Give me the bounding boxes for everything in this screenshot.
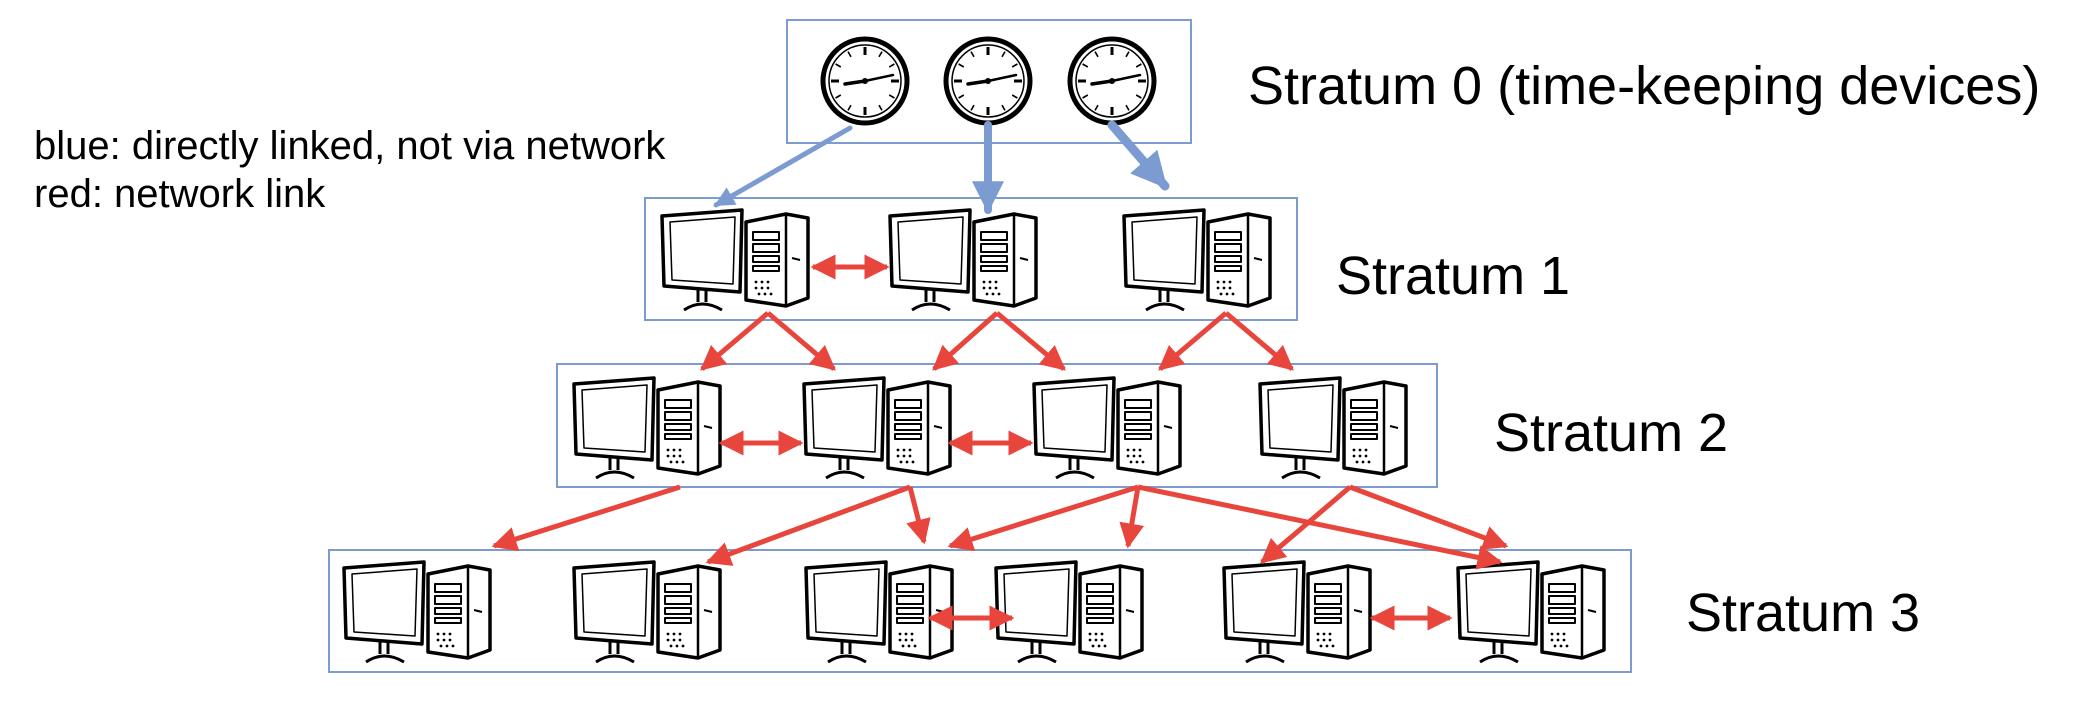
stratum-1-computer-1-icon: [660, 208, 810, 312]
link-s2c3-s3c3: [947, 484, 1139, 552]
link-s2c2-s3c3: [906, 486, 931, 545]
link-s2c4-s3c6: [1349, 484, 1509, 550]
stratum-3-computer-3-icon: [804, 560, 954, 664]
stratum-2-computer-2-icon: [802, 376, 952, 480]
stratum-2-computer-4-icon: [1258, 376, 1408, 480]
legend-line-1: blue: directly linked, not via network: [34, 124, 666, 168]
stratum-1-computer-3-icon: [1122, 208, 1272, 312]
stratum-1-computer-2-icon: [888, 208, 1038, 312]
stratum-3-computer-6-icon: [1456, 560, 1606, 664]
network-peer-links: [718, 254, 1453, 631]
link-s2c3-s3c6: [1137, 484, 1503, 570]
stratum-0-clock-1-icon: [823, 39, 907, 123]
direct-link-1: [713, 125, 853, 208]
link-s2c1-s3c1: [491, 484, 681, 552]
stratum-3-computer-2-icon: [572, 560, 722, 664]
link-s1c1-s2c1: [700, 311, 770, 371]
stratum-2-computer-1-icon: [572, 376, 722, 480]
stratum-0-label: Stratum 0 (time-keeping devices): [1248, 56, 2040, 116]
direct-link-3: [1107, 120, 1170, 191]
link-s2c3-s3c4: [1119, 486, 1145, 549]
link-s1c2-s2c3: [995, 311, 1066, 371]
stratum-3-computer-4-icon: [994, 560, 1144, 664]
stratum-3-computer-5-icon: [1222, 560, 1372, 664]
link-s1c2-s2c2: [932, 311, 999, 371]
link-s1c1-s2c2: [766, 311, 836, 371]
stratum-2-label: Stratum 2: [1494, 403, 1728, 463]
stratum-0-clock-2-icon: [946, 39, 1030, 123]
direct-links: [713, 120, 1170, 214]
stratum-1-label: Stratum 1: [1336, 246, 1570, 306]
link-s2c2-s3c2: [705, 484, 911, 566]
network-downstream-links: [491, 311, 1509, 570]
stratum-3-label: Stratum 3: [1686, 583, 1920, 643]
stratum-3-computer-1-icon: [342, 560, 492, 664]
stratum-2-box: [556, 363, 1438, 488]
stratum-1-box: [644, 197, 1298, 321]
link-s2c4-s3c5: [1260, 485, 1352, 564]
link-s1c3-s2c3: [1158, 311, 1228, 371]
stratum-3-box: [328, 549, 1632, 673]
stratum-2-computer-3-icon: [1032, 376, 1182, 480]
link-s1c3-s2c4: [1224, 311, 1294, 371]
legend-line-2: red: network link: [34, 172, 326, 216]
stratum-0-clock-3-icon: [1070, 39, 1154, 123]
